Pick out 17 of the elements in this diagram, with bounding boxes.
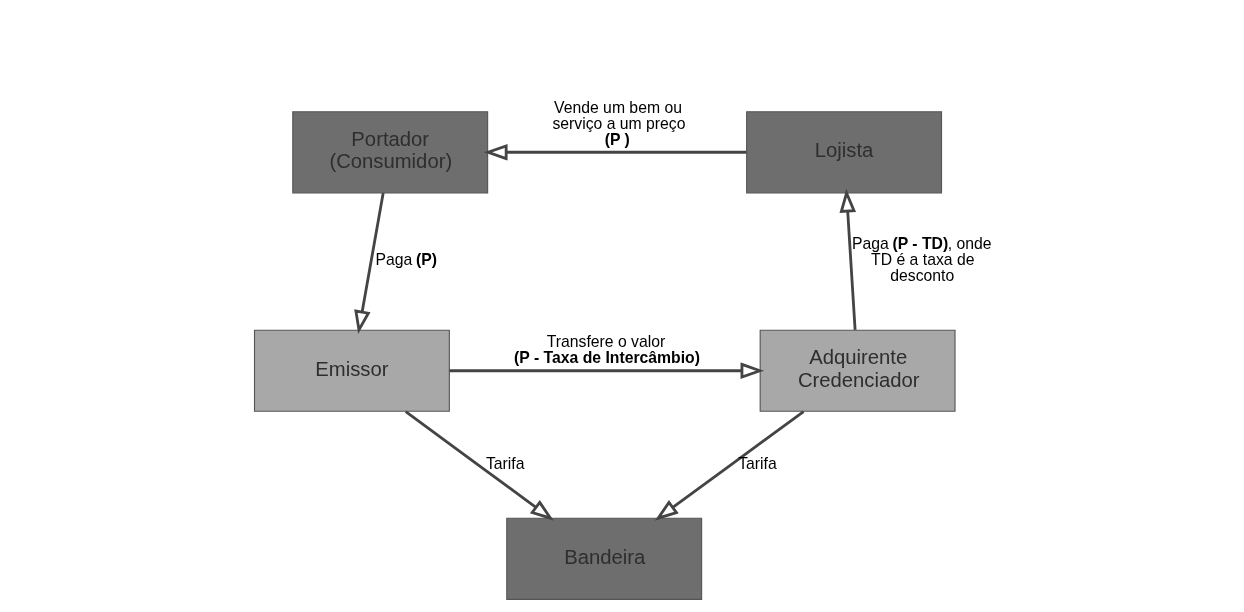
node-box: Adquirente Credenciador bbox=[759, 329, 956, 412]
edge-label: Tarifa bbox=[485, 454, 524, 472]
edge-label: Transfere o valor (P - Taxa de Intercâmbio) bbox=[513, 333, 700, 367]
node-box: Lojista bbox=[745, 111, 942, 194]
edge-label: Paga (P) bbox=[375, 250, 437, 268]
arrow bbox=[448, 362, 764, 380]
arrow bbox=[839, 188, 856, 330]
arrow bbox=[654, 410, 804, 521]
edge-label: Tarifa bbox=[737, 454, 777, 472]
edge-label: Vende um bem ou serviço a um preço (P ) bbox=[551, 99, 685, 148]
node-box: Bandeira bbox=[505, 517, 702, 600]
arrow bbox=[353, 192, 385, 335]
node-box: Portador (Consumidor) bbox=[291, 111, 488, 194]
arrow bbox=[404, 410, 554, 521]
arrow bbox=[483, 143, 746, 161]
node-box: Emissor bbox=[253, 329, 450, 412]
edge-label: Paga (P - TD), onde TD é a taxa de desconto bbox=[851, 235, 991, 284]
